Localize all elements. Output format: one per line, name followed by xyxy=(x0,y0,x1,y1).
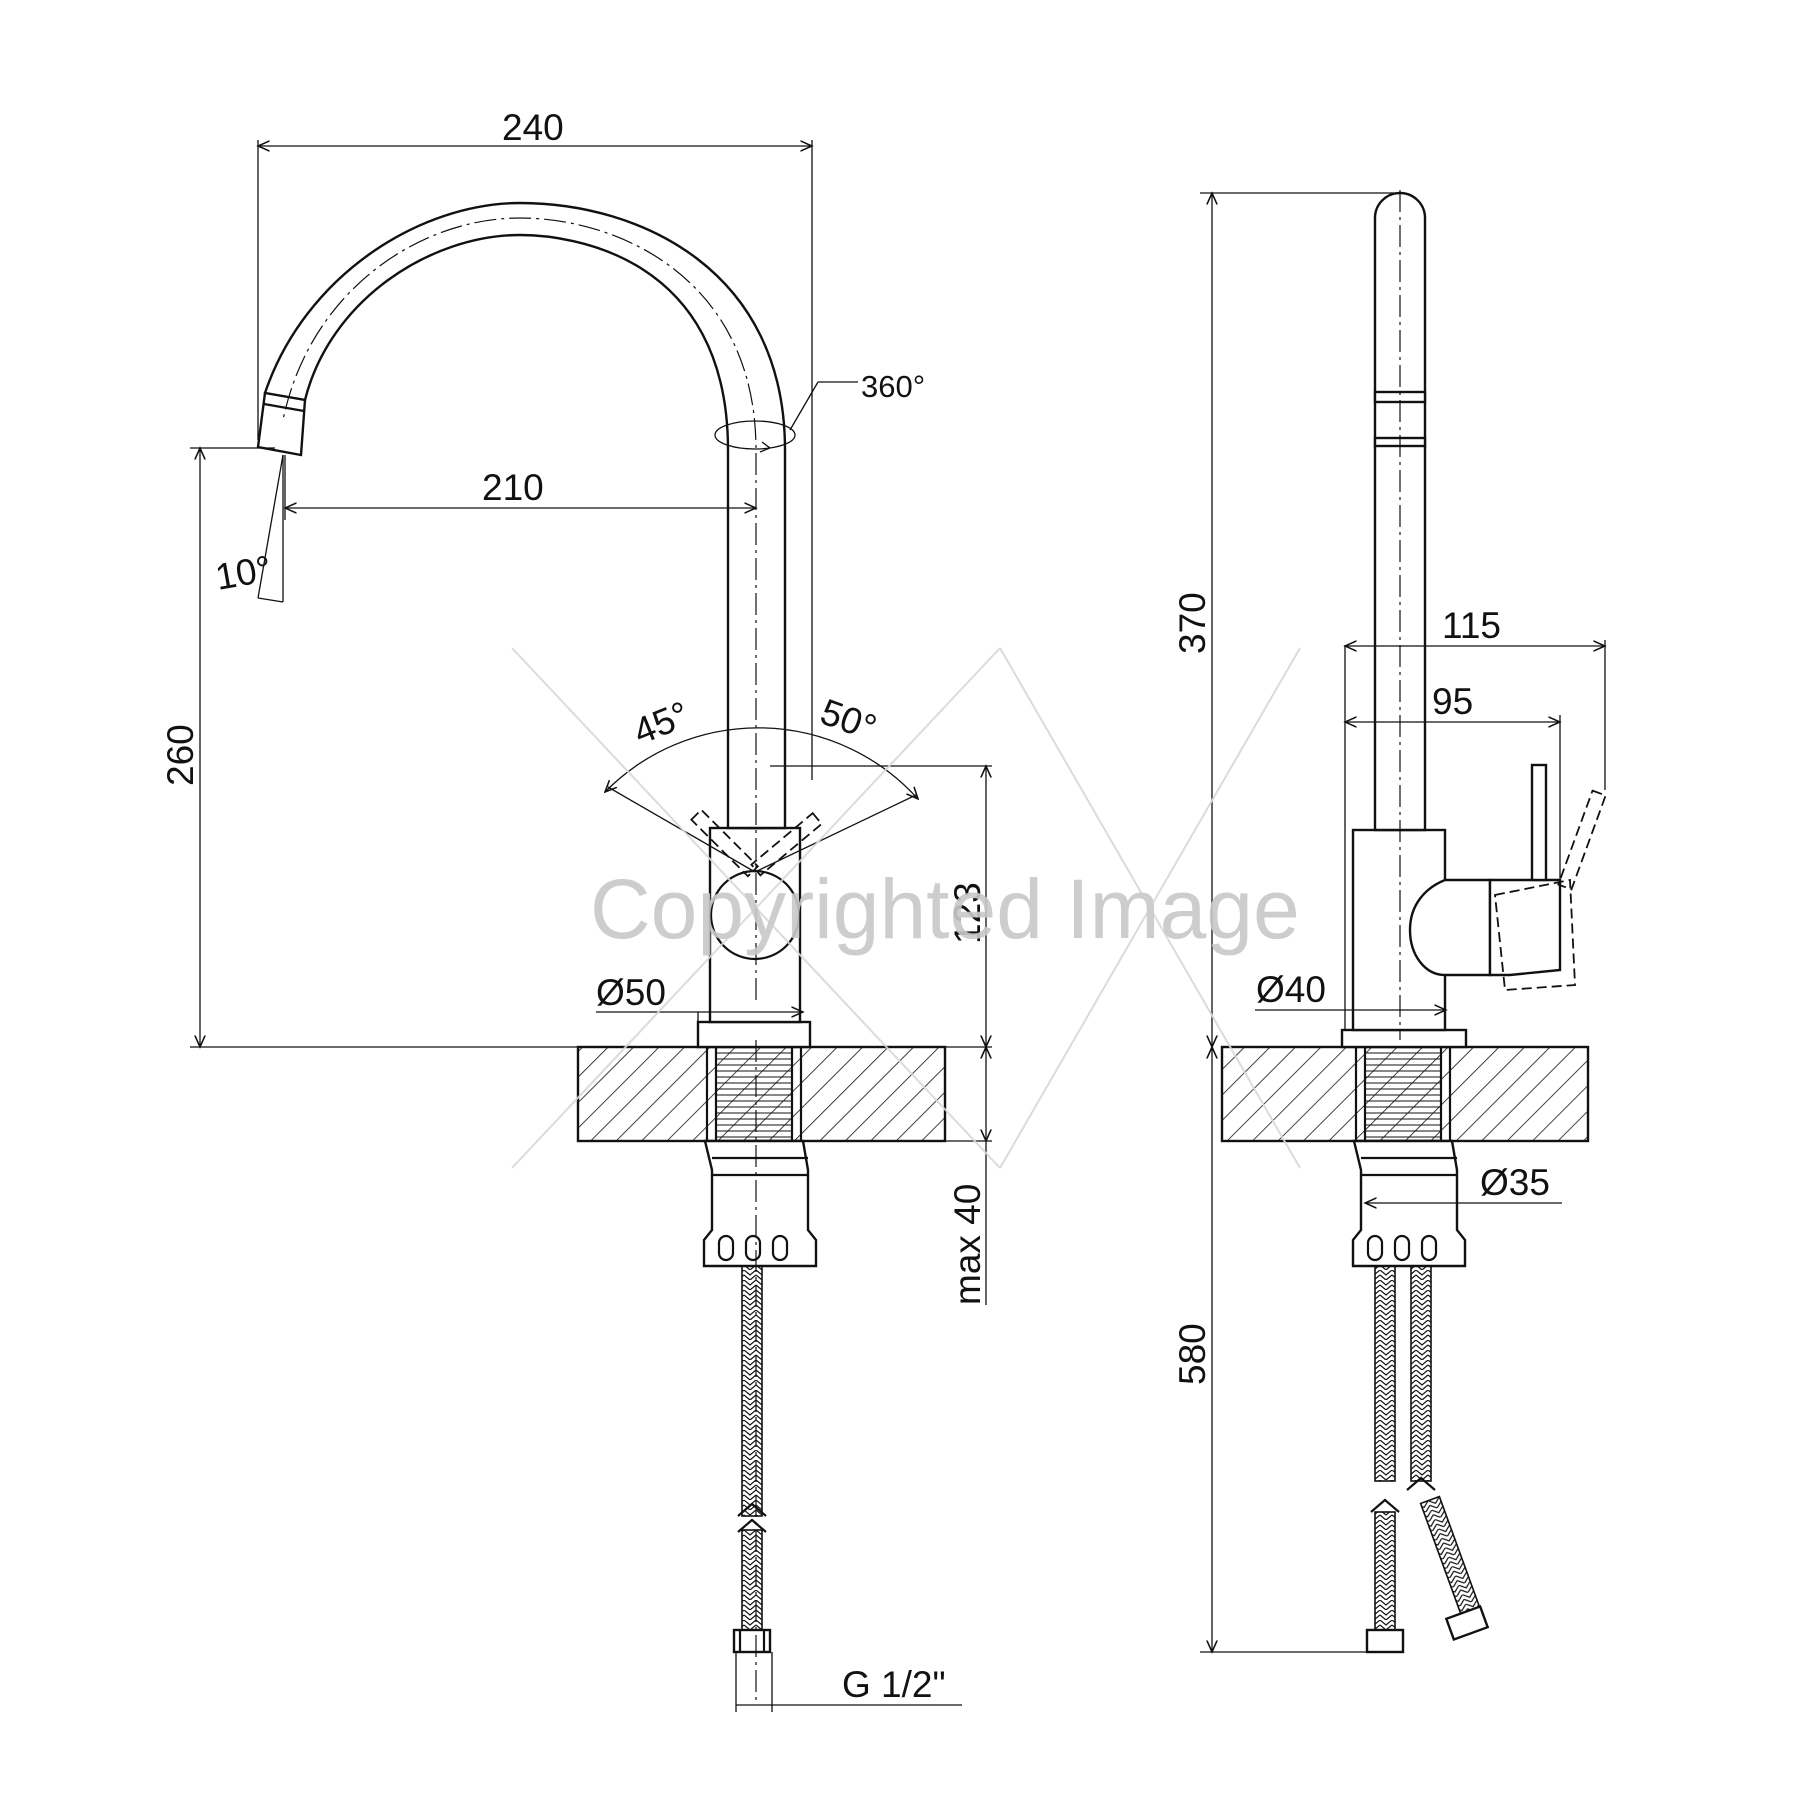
dim-hole-diameter-label: Ø35 xyxy=(1480,1162,1550,1203)
dim-connection-group: G 1/2" xyxy=(735,1652,962,1712)
watermark-text: Copyrighted Image xyxy=(590,862,1300,956)
dim-reach-label: 210 xyxy=(482,467,544,508)
front-hose-fitting xyxy=(732,1628,772,1654)
front-nut-slots xyxy=(717,1234,789,1262)
dim-body-diameter-label: Ø50 xyxy=(596,972,666,1013)
dim-connection-label: G 1/2" xyxy=(842,1664,946,1705)
dim-lever-offset-label: 95 xyxy=(1432,681,1473,722)
dim-total-height-group: 370 xyxy=(1172,193,1400,1047)
rotation-label: 360° xyxy=(861,369,925,404)
front-base-flange xyxy=(696,1020,812,1049)
front-lever-left-position xyxy=(690,808,760,878)
dim-hose-length-group: 580 xyxy=(1172,1047,1380,1652)
dim-counter-depth-label: max 40 xyxy=(947,1184,988,1305)
side-lever-alt-position xyxy=(1494,789,1607,991)
side-fitting-right xyxy=(1444,1604,1490,1642)
side-hose-left-upper xyxy=(1374,1265,1396,1482)
dim-lever-reach-label: 115 xyxy=(1442,605,1501,646)
front-spout-nozzle xyxy=(256,391,307,457)
watermark: Copyrighted Image xyxy=(511,647,1301,1169)
dim-lever-right-label: 50° xyxy=(815,691,882,749)
dim-body-height-label: 123 xyxy=(947,882,988,944)
dim-body-height-group: 123 xyxy=(770,766,992,1047)
dim-spout-angle-group: 10° xyxy=(212,454,284,603)
dim-counter-depth-group: max 40 xyxy=(946,1047,992,1305)
side-base-flange xyxy=(1340,1028,1468,1049)
front-body xyxy=(708,826,802,1024)
side-hose-right-upper xyxy=(1410,1265,1432,1482)
side-hose-left-lower xyxy=(1374,1511,1396,1631)
front-shank xyxy=(714,1045,794,1143)
front-cartridge-circle xyxy=(709,869,801,961)
dim-width-label: 240 xyxy=(502,107,564,148)
front-hose-upper xyxy=(741,1265,763,1517)
dim-hole-diameter-group: Ø35 xyxy=(1365,1162,1562,1203)
dim-lever-offset-group: 95 xyxy=(1345,681,1560,880)
dim-height-label: 260 xyxy=(160,724,201,786)
dim-width-group: 240 xyxy=(258,107,812,780)
side-hose-right-lower xyxy=(1419,1495,1482,1618)
front-hose-lower xyxy=(741,1529,763,1631)
side-view: 370 580 115 95 Ø40 Ø35 xyxy=(1172,190,1607,1654)
dim-hose-length-label: 580 xyxy=(1172,1323,1213,1385)
dim-reach-group: 210 xyxy=(285,455,756,520)
front-fixing-nut xyxy=(702,1139,818,1268)
dim-spout-angle-label: 10° xyxy=(212,548,274,598)
side-lever-handle xyxy=(1530,763,1548,882)
dim-height-group: 260 xyxy=(160,448,580,1047)
side-shank xyxy=(1363,1045,1443,1143)
dim-total-height-label: 370 xyxy=(1172,592,1213,654)
side-lever-housing xyxy=(1408,878,1492,977)
rotation-indicator: 360° xyxy=(714,369,925,453)
dim-lever-left-label: 45° xyxy=(628,693,695,752)
side-lever xyxy=(1488,878,1562,977)
dim-body-diameter-group: Ø50 xyxy=(596,972,803,1022)
dim-side-body-diameter-label: Ø40 xyxy=(1256,969,1326,1010)
front-view: 360° 240 210 10° 260 xyxy=(160,107,992,1712)
front-lever-right-position xyxy=(750,811,823,877)
side-fitting-left xyxy=(1365,1628,1405,1654)
dim-lever-reach-group: 115 xyxy=(1345,605,1605,1030)
side-nut-slots xyxy=(1366,1234,1438,1262)
dim-side-body-diameter-group: Ø40 xyxy=(1255,969,1446,1010)
